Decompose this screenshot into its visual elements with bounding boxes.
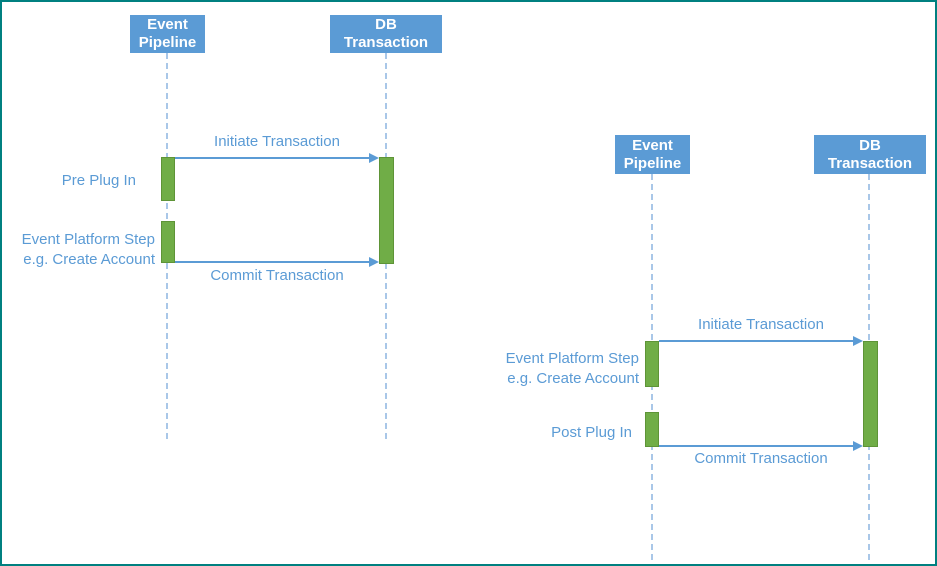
message-label-initiate: Initiate Transaction bbox=[214, 133, 340, 150]
actor-db-transaction: DB Transaction bbox=[330, 15, 442, 53]
label-platform-step-line2: e.g. Create Account bbox=[23, 251, 155, 268]
arrowhead-right-icon bbox=[853, 441, 863, 451]
activation-platform-step bbox=[645, 341, 659, 387]
actor-label-line1: Event bbox=[147, 16, 188, 33]
actor-label-line1: DB bbox=[859, 136, 881, 154]
actor-event-pipeline: Event Pipeline bbox=[615, 135, 690, 174]
message-label-initiate: Initiate Transaction bbox=[698, 316, 824, 333]
activation-platform-step bbox=[161, 221, 175, 263]
arrowhead-right-icon bbox=[369, 257, 379, 267]
actor-label-line1: DB bbox=[375, 16, 397, 33]
activation-pre-plug-in bbox=[161, 157, 175, 201]
label-pre-plug-in: Pre Plug In bbox=[61, 172, 136, 189]
actor-label-line2: Pipeline bbox=[138, 34, 197, 51]
actor-event-pipeline: Event Pipeline bbox=[130, 15, 205, 53]
arrowhead-right-icon bbox=[369, 153, 379, 163]
label-platform-step: Event Platform Step e.g. Create Account bbox=[4, 230, 155, 270]
message-line-commit bbox=[659, 445, 853, 447]
actor-label-line1: Event bbox=[632, 136, 673, 154]
label-post-plug-in: Post Plug In bbox=[551, 424, 632, 441]
message-line-commit bbox=[175, 261, 370, 263]
actor-label-line2: Transaction bbox=[827, 154, 913, 172]
actor-label-line2: Transaction bbox=[343, 34, 429, 51]
arrowhead-right-icon bbox=[853, 336, 863, 346]
message-label-commit: Commit Transaction bbox=[210, 267, 344, 284]
label-platform-step: Event Platform Step e.g. Create Account bbox=[491, 349, 639, 389]
message-line-initiate bbox=[175, 157, 370, 159]
message-label-commit: Commit Transaction bbox=[694, 450, 828, 467]
actor-label-line2: Pipeline bbox=[623, 154, 682, 172]
message-line-initiate bbox=[659, 340, 853, 342]
activation-db-transaction bbox=[863, 341, 878, 447]
label-platform-step-line2: e.g. Create Account bbox=[507, 370, 639, 387]
activation-db-transaction bbox=[379, 157, 394, 264]
actor-db-transaction: DB Transaction bbox=[814, 135, 926, 174]
label-platform-step-line1: Event Platform Step bbox=[505, 350, 639, 367]
label-platform-step-line1: Event Platform Step bbox=[21, 231, 155, 248]
activation-post-plug-in bbox=[645, 412, 659, 447]
